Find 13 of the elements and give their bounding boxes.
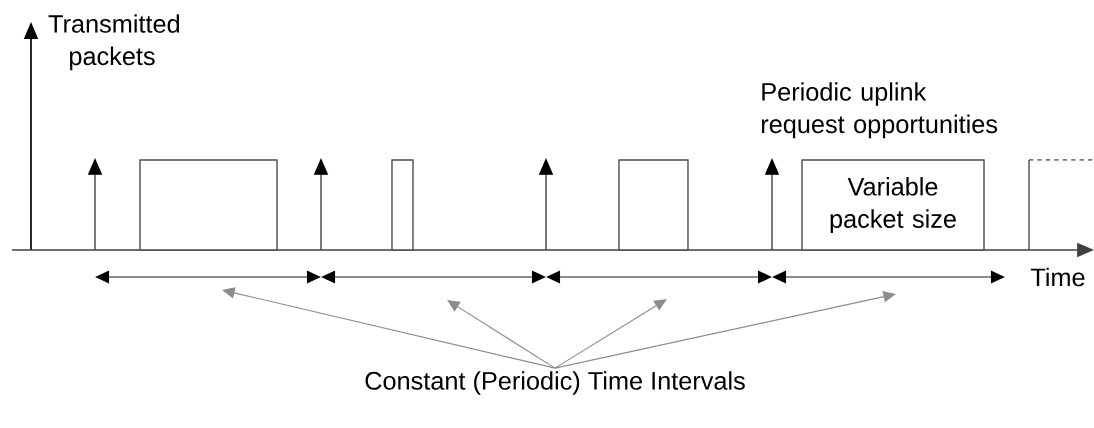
packet-box: [391, 159, 414, 251]
caption-text: Constant (Periodic) Time Intervals: [365, 371, 745, 395]
packet-box: [139, 159, 278, 251]
axis-label: Time: [1030, 267, 1085, 287]
packet-box: Variable packet size: [801, 159, 985, 251]
leader-line: [554, 291, 896, 369]
axis-label: Transmitted packets: [48, 14, 179, 71]
packet-box: [618, 159, 689, 251]
packet-box: [1028, 159, 1094, 251]
axis-label: Periodic uplink request opportunities: [761, 82, 998, 139]
leader-line: [554, 299, 667, 369]
leader-line: [447, 300, 556, 369]
leader-line: [222, 287, 556, 369]
